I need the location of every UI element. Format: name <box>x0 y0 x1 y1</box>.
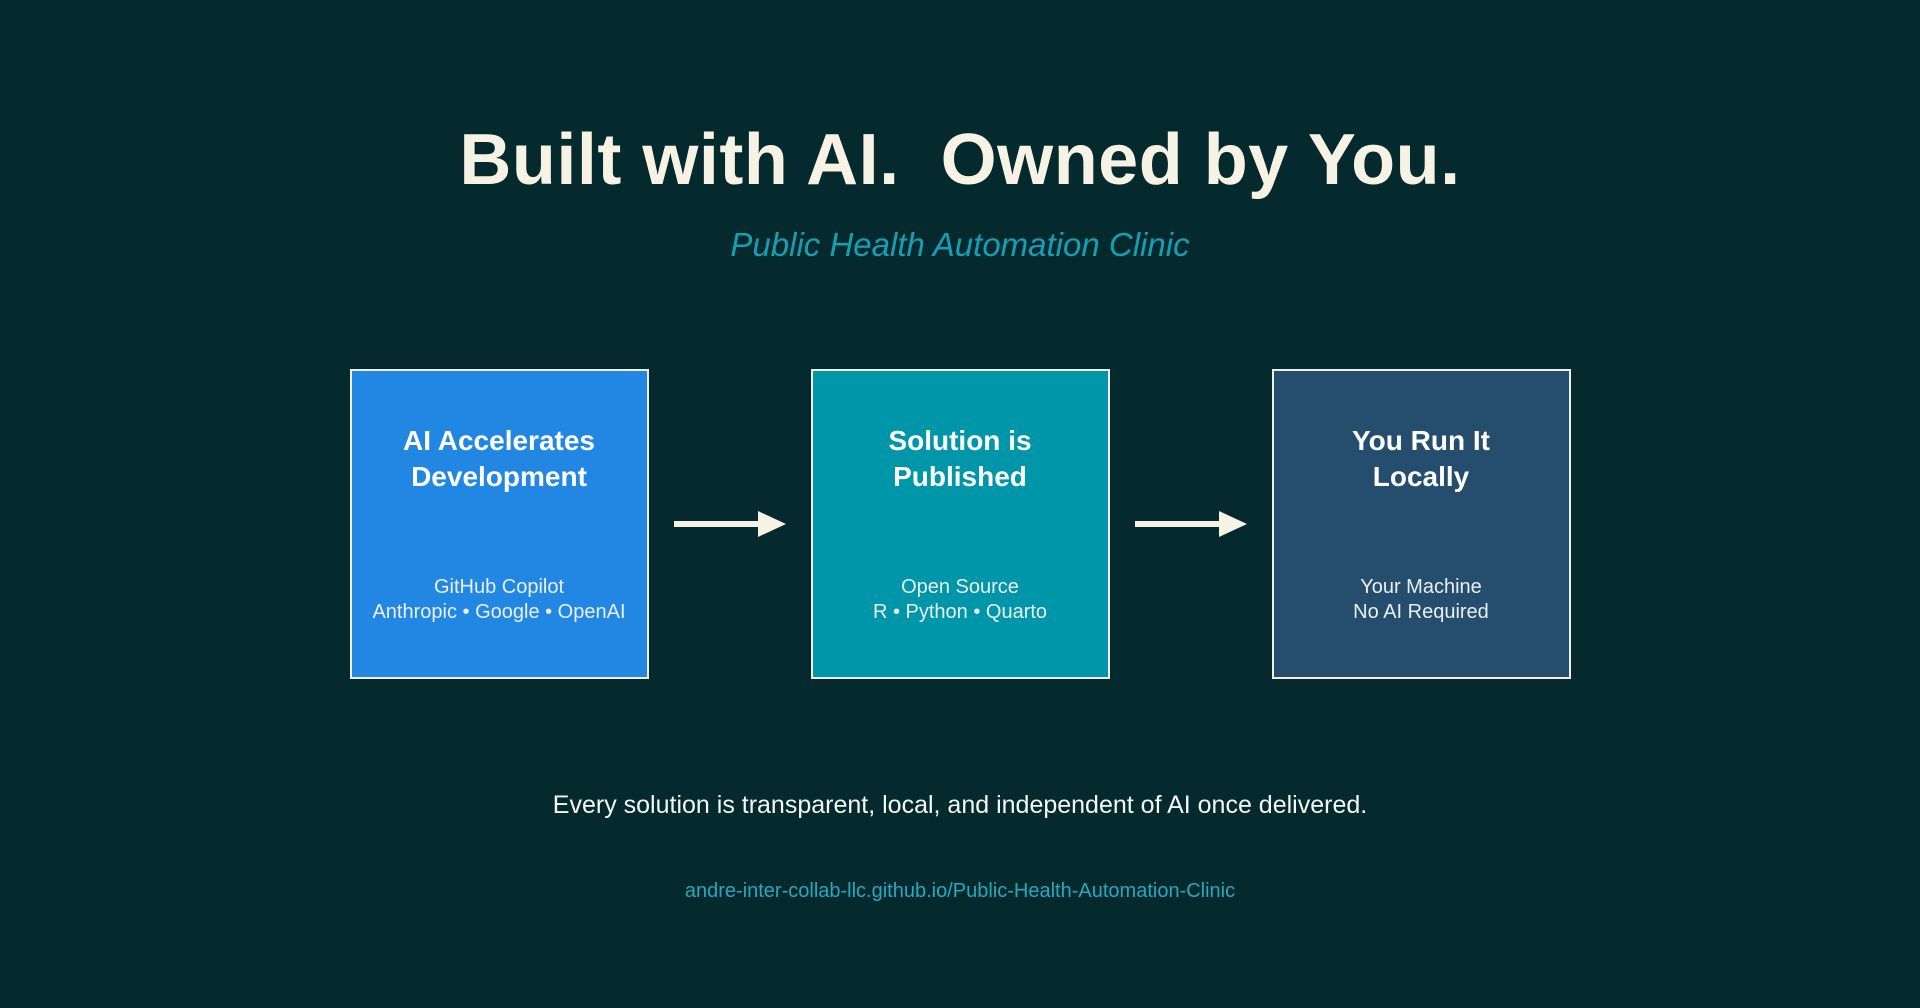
flow-box-title: Solution is Published <box>888 425 1032 492</box>
flow-box-subtext: GitHub Copilot Anthropic • Google • Open… <box>372 576 626 623</box>
flow-box-subtext: Open Source R • Python • Quarto <box>872 576 1048 623</box>
site-link[interactable]: andre-inter-collab-llc.github.io/Public-… <box>684 880 1236 902</box>
arrow-right-icon <box>1110 510 1272 538</box>
flow-box-subtext: Your Machine No AI Required <box>1353 576 1489 623</box>
arrow-right-icon <box>649 510 811 538</box>
flow-box-ai-development: AI Accelerates Development GitHub Copilo… <box>349 369 649 679</box>
page-subtitle: Public Health Automation Clinic <box>730 226 1190 263</box>
flow-box-title: You Run It Locally <box>1352 425 1490 492</box>
flow-box-solution-published: Solution is Published Open Source R • Py… <box>810 369 1110 679</box>
flow-box-title: AI Accelerates Development <box>403 425 595 492</box>
page-title: Built with AI. Owned by You. <box>459 120 1461 200</box>
footer-statement: Every solution is transparent, local, an… <box>552 791 1368 819</box>
flow-box-run-locally: You Run It Locally Your Machine No AI Re… <box>1271 369 1571 679</box>
flow-diagram: AI Accelerates Development GitHub Copilo… <box>349 369 1571 679</box>
